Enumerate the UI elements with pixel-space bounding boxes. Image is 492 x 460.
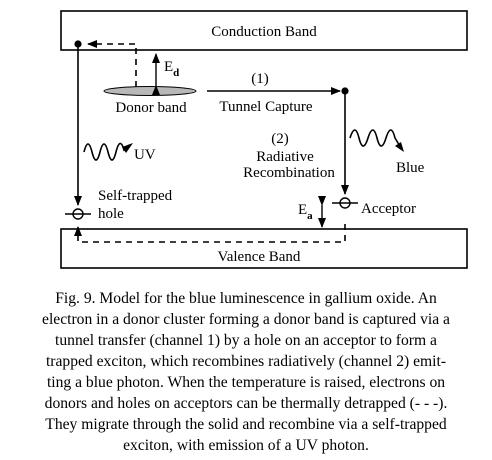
- conduction-band-box: [60, 10, 468, 51]
- figure-caption: Fig. 9. Model for the blue luminescence …: [8, 288, 484, 456]
- self-trapped-label-line1: Self-trapped: [98, 188, 173, 204]
- ed-subscript: d: [173, 67, 179, 79]
- donor-band-ellipse: [103, 86, 197, 96]
- uv-photon-wave: [83, 142, 129, 161]
- caption-line: ting a blue photon. When the temperature…: [46, 374, 446, 391]
- band-diagram: Conduction Band Valence Band Donor band …: [60, 10, 468, 269]
- valence-band-box: [60, 228, 468, 269]
- blue-photon-wave: [349, 129, 402, 149]
- self-trapped-label-line2: hole: [98, 206, 124, 222]
- acceptor-label: Acceptor: [361, 201, 416, 217]
- valence-band-label: Valence Band: [218, 249, 301, 265]
- caption-line: They migrate through the solid and recom…: [45, 416, 447, 433]
- caption-line: Fig. 9. Model for the blue luminescence …: [55, 290, 437, 307]
- blue-label: Blue: [396, 160, 425, 176]
- ea-subscript: a: [307, 210, 313, 222]
- tunnel-capture-label: Tunnel Capture: [219, 99, 313, 115]
- conduction-band-label: Conduction Band: [211, 24, 317, 40]
- channel2-number: (2): [271, 131, 289, 147]
- radiative-label-line1: Radiative: [256, 149, 314, 165]
- uv-label: UV: [134, 147, 156, 163]
- caption-line: exciton, with emission of a UV photon.: [123, 437, 369, 454]
- caption-line: electron in a donor cluster forming a do…: [42, 311, 450, 328]
- blue-photon-arrowhead: [395, 142, 404, 152]
- ea-label: Ea: [298, 202, 313, 222]
- uv-photon-arrowhead: [122, 143, 133, 153]
- electron-dot: [74, 40, 82, 48]
- radiative-label-line2: Recombination: [243, 165, 335, 181]
- ed-label: Ed: [164, 59, 179, 79]
- captured-electron-dot: [341, 87, 349, 95]
- donor-band-label: Donor band: [115, 100, 187, 116]
- caption-line: trapped exciton, which recombines radiat…: [45, 353, 447, 370]
- caption-line: tunnel transfer (channel 1) by a hole on…: [55, 332, 437, 349]
- donor-detrap-dashed-line: [87, 40, 137, 87]
- channel1-number: (1): [251, 71, 269, 87]
- caption-line: donors and holes on acceptors can be the…: [44, 395, 448, 412]
